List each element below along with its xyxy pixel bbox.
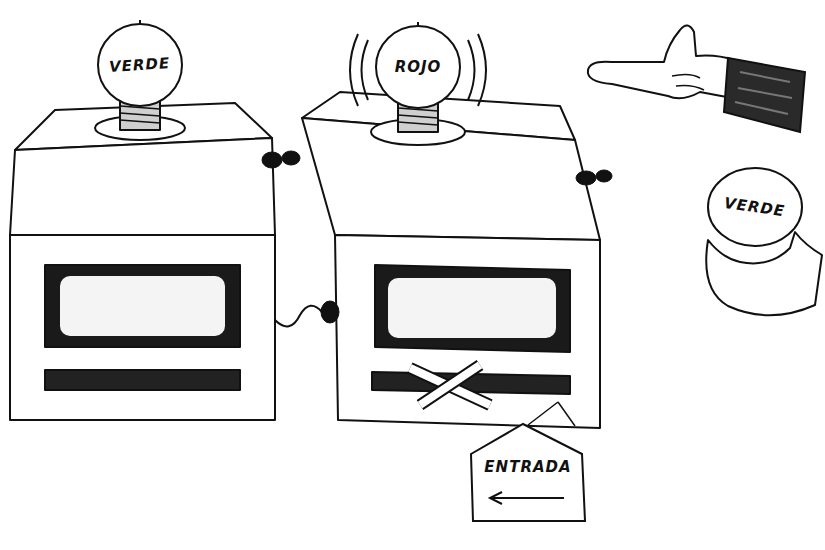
window xyxy=(60,276,225,336)
hand xyxy=(588,25,734,98)
pointing-hand xyxy=(588,25,805,132)
box-upper-front xyxy=(302,118,600,240)
tag-string xyxy=(528,402,575,426)
node-label: ENTRADA xyxy=(484,458,571,476)
card-slot xyxy=(45,370,240,390)
right-box xyxy=(302,92,600,428)
glow-arc xyxy=(362,40,369,100)
window-frame xyxy=(375,265,570,352)
knob xyxy=(262,152,282,168)
window-frame xyxy=(45,265,240,347)
knob xyxy=(576,171,596,185)
box-front xyxy=(335,235,600,428)
knob xyxy=(282,151,300,165)
knob xyxy=(596,170,612,182)
lamp-bulb-outline xyxy=(376,26,460,108)
cross-bar-fill xyxy=(420,365,480,405)
color-disc-outline xyxy=(708,168,802,246)
string xyxy=(528,402,575,426)
box-front xyxy=(10,235,275,420)
finger-crease xyxy=(672,74,704,90)
lamp-bulb-outline xyxy=(98,24,182,106)
blocked-slot-cross xyxy=(410,365,490,405)
window xyxy=(388,278,556,338)
direction-arrow xyxy=(492,497,564,499)
glow-arc xyxy=(478,34,486,106)
connectors xyxy=(262,151,612,326)
wire xyxy=(275,306,322,327)
lamp-bulb: VERDE xyxy=(96,22,184,108)
box-upper-front xyxy=(10,138,275,235)
arrow-head xyxy=(490,492,502,504)
cross-bar xyxy=(420,365,480,405)
node-label: ROJO xyxy=(395,58,442,76)
sleeve-cuff xyxy=(724,58,805,132)
screw-thread xyxy=(120,106,160,123)
plug xyxy=(321,301,339,323)
cuff-texture xyxy=(735,72,792,114)
lamp-bulb: ROJO xyxy=(374,24,462,110)
left-box xyxy=(10,100,275,420)
entry-tag: ENTRADA xyxy=(470,418,586,522)
glow-arc xyxy=(468,40,475,100)
glow-arc xyxy=(350,34,358,106)
screw-thread xyxy=(398,108,438,125)
color-disc: VERDE xyxy=(706,166,804,248)
entry-tag-outline xyxy=(471,424,585,521)
